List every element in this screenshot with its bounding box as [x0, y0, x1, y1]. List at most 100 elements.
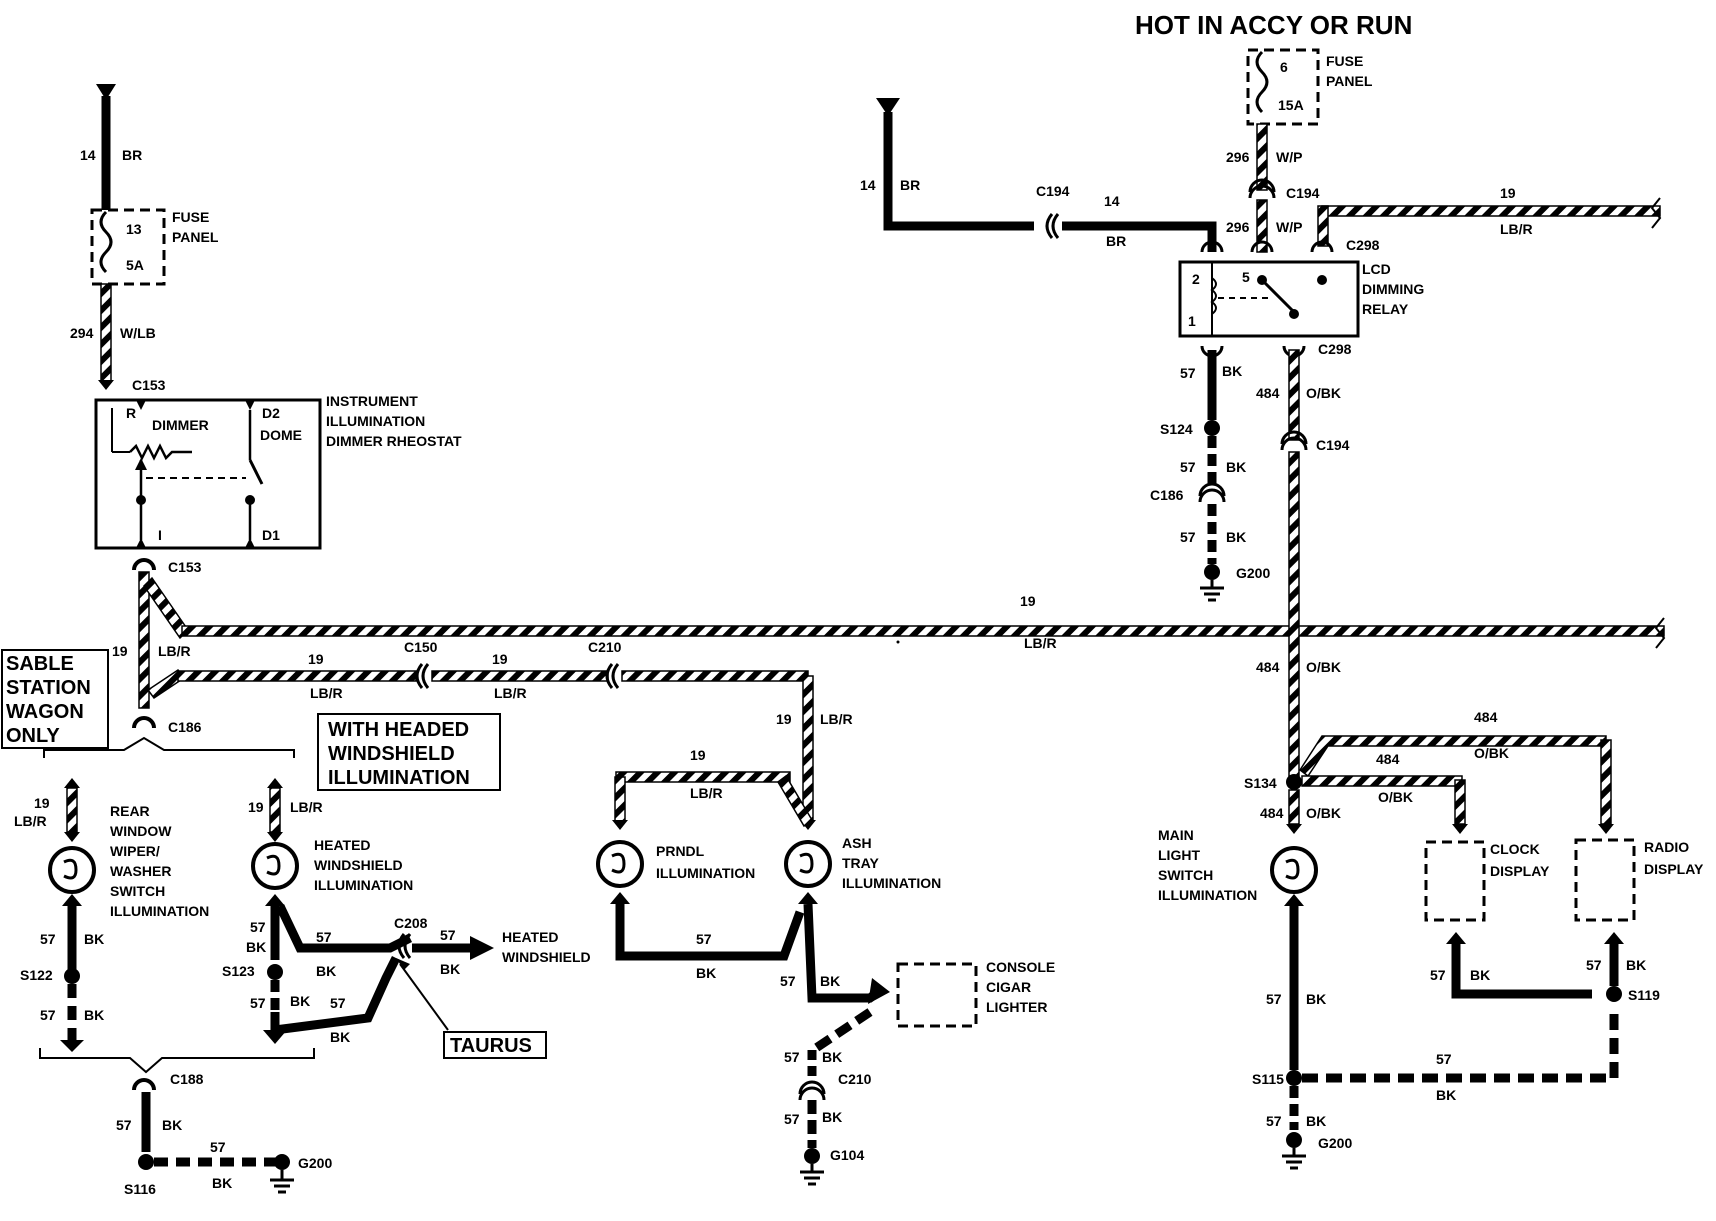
notes-taurus: TAURUS — [450, 1035, 532, 1057]
components-radio-1: DISPLAY — [1644, 861, 1704, 877]
components-heated-ws-illum-2: ILLUMINATION — [314, 877, 413, 893]
wire-labels-n57: 57 — [116, 1117, 132, 1133]
splices-s116: S116 — [124, 1181, 156, 1197]
ash-tray-bulb: ASH TRAY ILLUMINATION — [784, 835, 941, 891]
grounds-g104: G104 — [830, 1147, 864, 1163]
wire-labels-lbr: LB/R — [494, 685, 527, 701]
wire-labels-n484: 484 — [1256, 385, 1280, 401]
dimmer-pins-i: I — [158, 527, 162, 543]
components-ash-tray-0: ASH — [842, 835, 872, 851]
wire-labels-n14: 14 — [80, 147, 96, 163]
wire-labels-n19: 19 — [1500, 185, 1516, 201]
fuse-left-amp: 5A — [126, 257, 144, 273]
wire-labels-n57: 57 — [250, 919, 266, 935]
wire-labels-n57: 57 — [1180, 365, 1196, 381]
wire-labels-bk: BK — [316, 963, 336, 979]
wire-labels-lbr: LB/R — [1500, 221, 1533, 237]
components-heated-ws-0: HEATED — [502, 929, 559, 945]
wire-labels-n19: 19 — [112, 643, 128, 659]
dimmer-title-0: INSTRUMENT — [326, 393, 418, 409]
wire-labels-n19: 19 — [690, 747, 706, 763]
notes-sable-3: ONLY — [6, 725, 60, 747]
notes-heated-0: WITH HEADED — [328, 719, 469, 741]
components-heated-ws-illum-1: WINDSHIELD — [314, 857, 403, 873]
grounds-g200: G200 — [1236, 565, 1270, 581]
wire-labels-n57: 57 — [40, 1007, 56, 1023]
notes-heated-2: ILLUMINATION — [328, 767, 470, 789]
wire-labels-n57: 57 — [1180, 459, 1196, 475]
wire-labels-n19: 19 — [34, 795, 50, 811]
components-rear-wiper-5: ILLUMINATION — [110, 903, 209, 919]
note-taurus: TAURUS — [443, 1031, 547, 1059]
wire-labels-n484: 484 — [1260, 805, 1284, 821]
wire-labels-n19: 19 — [1020, 593, 1036, 609]
wire-labels-bk: BK — [696, 965, 716, 981]
connectors-c194: C194 — [1316, 437, 1350, 453]
connectors-c298: C298 — [1346, 237, 1380, 253]
splices-s123: S123 — [222, 963, 255, 979]
components-clock-1: DISPLAY — [1490, 863, 1550, 879]
splices-s115: S115 — [1252, 1071, 1284, 1087]
wire-labels-n57: 57 — [784, 1049, 800, 1065]
wire-labels-lbr: LB/R — [14, 813, 47, 829]
lcd-dimming-relay: 2 5 1 LCD DIMMING RELAY — [1178, 240, 1424, 358]
wire-labels-n57: 57 — [1180, 529, 1196, 545]
wire-labels-n296: 296 — [1226, 149, 1250, 165]
dimmer-pins-dimmer: DIMMER — [152, 417, 209, 433]
components-rear-wiper-2: WIPER/ — [110, 843, 160, 859]
wire-labels-bk: BK — [84, 1007, 104, 1023]
wire-labels-obk: O/BK — [1306, 659, 1341, 675]
wire-labels-n57: 57 — [316, 929, 332, 945]
components-rear-wiper-4: SWITCH — [110, 883, 165, 899]
rear-wiper-bulb: 19 LB/R REAR WINDOW WIPER/ WASHER SWITCH… — [14, 778, 209, 919]
wire-labels-bk: BK — [1306, 991, 1326, 1007]
dimmer-pins-dome: DOME — [260, 427, 302, 443]
dimmer-rheostat: R DIMMER D2 DOME I D1 INSTRUMENT ILLUMIN… — [94, 393, 462, 550]
connector-c208: C208 — [394, 915, 428, 931]
wire-labels-bk: BK — [1226, 459, 1246, 475]
splices-s122: S122 — [20, 967, 53, 983]
clock-display: CLOCK DISPLAY — [1424, 840, 1550, 922]
components-ash-tray-1: TRAY — [842, 855, 879, 871]
connector-c150: C150 — [404, 639, 438, 655]
dimmer-pins-r: R — [126, 405, 136, 421]
wire-labels-n484: 484 — [1376, 751, 1400, 767]
fuse-left-num: 13 — [126, 221, 142, 237]
wire-labels-bk: BK — [162, 1117, 182, 1133]
connector-c188: C188 — [170, 1071, 204, 1087]
grounds-g200: G200 — [298, 1155, 332, 1171]
connectors-c194: C194 — [1286, 185, 1320, 201]
wire-labels-wp: W/P — [1276, 149, 1302, 165]
components-clock-0: CLOCK — [1490, 841, 1540, 857]
wire-labels-lbr: LB/R — [820, 711, 853, 727]
radio-display: RADIO DISPLAY — [1574, 838, 1704, 922]
wire-labels-br: BR — [1106, 233, 1126, 249]
wire-labels-n57: 57 — [440, 927, 456, 943]
left-feed: 14 BR — [80, 84, 142, 210]
wire-labels-obk: O/BK — [1474, 745, 1509, 761]
components-console-1: CIGAR — [986, 979, 1031, 995]
relay-pins-p2: 2 — [1192, 271, 1200, 287]
connectors-c194: C194 — [1036, 183, 1070, 199]
wire-labels-n57: 57 — [696, 931, 712, 947]
wire-labels-n57: 57 — [1436, 1051, 1452, 1067]
wire-labels-bk: BK — [1626, 957, 1646, 973]
components-rear-wiper-0: REAR — [110, 803, 150, 819]
wire-labels-n19: 19 — [248, 799, 264, 815]
wire-labels-bk: BK — [822, 1049, 842, 1065]
notes-sable-1: STATION — [6, 677, 91, 699]
components-heated-ws-1: WINDSHIELD — [502, 949, 591, 965]
wire-labels-n14: 14 — [860, 177, 876, 193]
relay-title-2: RELAY — [1362, 301, 1409, 317]
prndl-bulb: PRNDL ILLUMINATION — [596, 840, 755, 888]
wire-labels-n57: 57 — [330, 995, 346, 1011]
wire-labels-n484: 484 — [1256, 659, 1280, 675]
notes-sable-2: WAGON — [6, 701, 84, 723]
relay-title-0: LCD — [1362, 261, 1391, 277]
wire-labels-bk: BK — [1436, 1087, 1456, 1103]
dimmer-pins-d1: D1 — [262, 527, 280, 543]
wire-labels-bk: BK — [1226, 529, 1246, 545]
fuse-right-label-1: PANEL — [1326, 73, 1373, 89]
notes-sable-0: SABLE — [6, 653, 74, 675]
wire-labels-bk: BK — [440, 961, 460, 977]
